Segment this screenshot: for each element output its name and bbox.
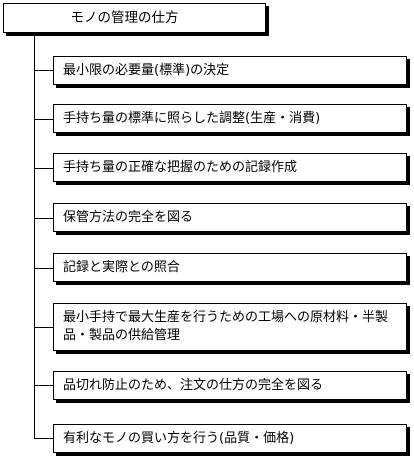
item-node-label: 手持ち量の正確な把握のための記録作成: [63, 159, 298, 175]
branch-connector: [34, 327, 53, 328]
item-node-5: 記録と実際との照合: [53, 253, 407, 282]
item-node-label: 有利なモノの買い方を行う(品質・価格): [63, 430, 295, 446]
root-node-label: モノの管理の仕方: [70, 10, 179, 26]
branch-connector: [34, 168, 53, 169]
item-node-7: 品切れ防止のため、注文の仕方の完全を図る: [53, 371, 407, 400]
item-node-label: 保管方法の完全を図る: [63, 209, 194, 225]
branch-connector: [34, 70, 53, 71]
trunk-connector: [34, 33, 35, 438]
item-node-8: 有利なモノの買い方を行う(品質・価格): [53, 424, 407, 453]
root-node: モノの管理の仕方: [3, 3, 266, 33]
branch-connector: [34, 268, 53, 269]
item-node-1: 最小限の必要量(標準)の決定: [53, 56, 407, 85]
item-node-3: 手持ち量の正確な把握のための記録作成: [53, 153, 407, 182]
item-node-label: 品切れ防止のため、注文の仕方の完全を図る: [63, 377, 324, 393]
item-node-6: 最小手持で最大生産を行うための工場への原材料・半製品・製品の供給管理: [53, 303, 407, 351]
item-node-label: 記録と実際との照合: [63, 259, 180, 275]
item-node-label: 最小手持で最大生産を行うための工場への原材料・半製品・製品の供給管理: [63, 310, 389, 343]
item-node-label: 最小限の必要量(標準)の決定: [63, 62, 230, 78]
branch-connector: [34, 385, 53, 386]
item-node-2: 手持ち量の標準に照らした調整(生産・消費): [53, 104, 407, 133]
branch-connector: [34, 218, 53, 219]
branch-connector: [34, 119, 53, 120]
item-node-label: 手持ち量の標準に照らした調整(生産・消費): [63, 110, 321, 126]
branch-connector: [34, 438, 53, 439]
item-node-4: 保管方法の完全を図る: [53, 203, 407, 232]
